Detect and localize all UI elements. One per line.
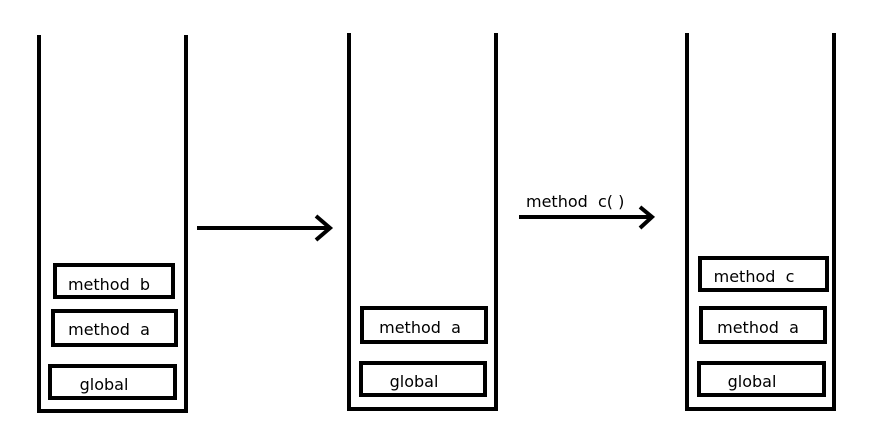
arrow-1 — [197, 214, 334, 242]
stack-frame-label: method b — [68, 275, 150, 294]
stack-frame-label: global — [728, 372, 777, 391]
arrow-label: method c( ) — [526, 192, 624, 211]
stack-2-frame-2: global — [359, 361, 487, 397]
stack-frame-box — [359, 361, 487, 397]
stack-1-frame-2: method a — [51, 309, 178, 347]
stack-frame-box — [53, 263, 175, 299]
stack-1-frame-3: global — [48, 364, 177, 400]
stack-1-frame-1: method b — [53, 263, 175, 299]
stack-frame-box — [697, 361, 826, 397]
arrow-head — [638, 205, 656, 230]
stack-1-container — [37, 35, 188, 413]
stack-frame-label: method a — [68, 320, 150, 339]
stack-frame-label: method c — [714, 267, 795, 286]
stack-2-container — [347, 33, 498, 411]
stack-3-frame-3: global — [697, 361, 826, 397]
stack-frame-box — [699, 306, 827, 344]
stack-frame-box — [48, 364, 177, 400]
stack-frame-label: global — [390, 372, 439, 391]
stack-frame-label: method a — [717, 318, 799, 337]
stack-frame-label: global — [80, 375, 129, 394]
arrow-2: method c( ) — [519, 192, 656, 230]
arrow-head — [314, 214, 334, 242]
stack-frame-label: method a — [379, 318, 461, 337]
stack-3: method c method a global — [685, 33, 836, 411]
stack-frame-box — [698, 256, 829, 292]
stack-frame-box — [360, 306, 488, 344]
stack-3-container — [685, 33, 836, 411]
stack-2-frame-1: method a — [360, 306, 488, 344]
stack-3-frame-1: method c — [698, 256, 829, 292]
stack-3-frame-2: method a — [699, 306, 827, 344]
stack-1: method b method a global — [37, 35, 188, 413]
stack-frame-box — [51, 309, 178, 347]
stack-2: method a global — [347, 33, 498, 411]
